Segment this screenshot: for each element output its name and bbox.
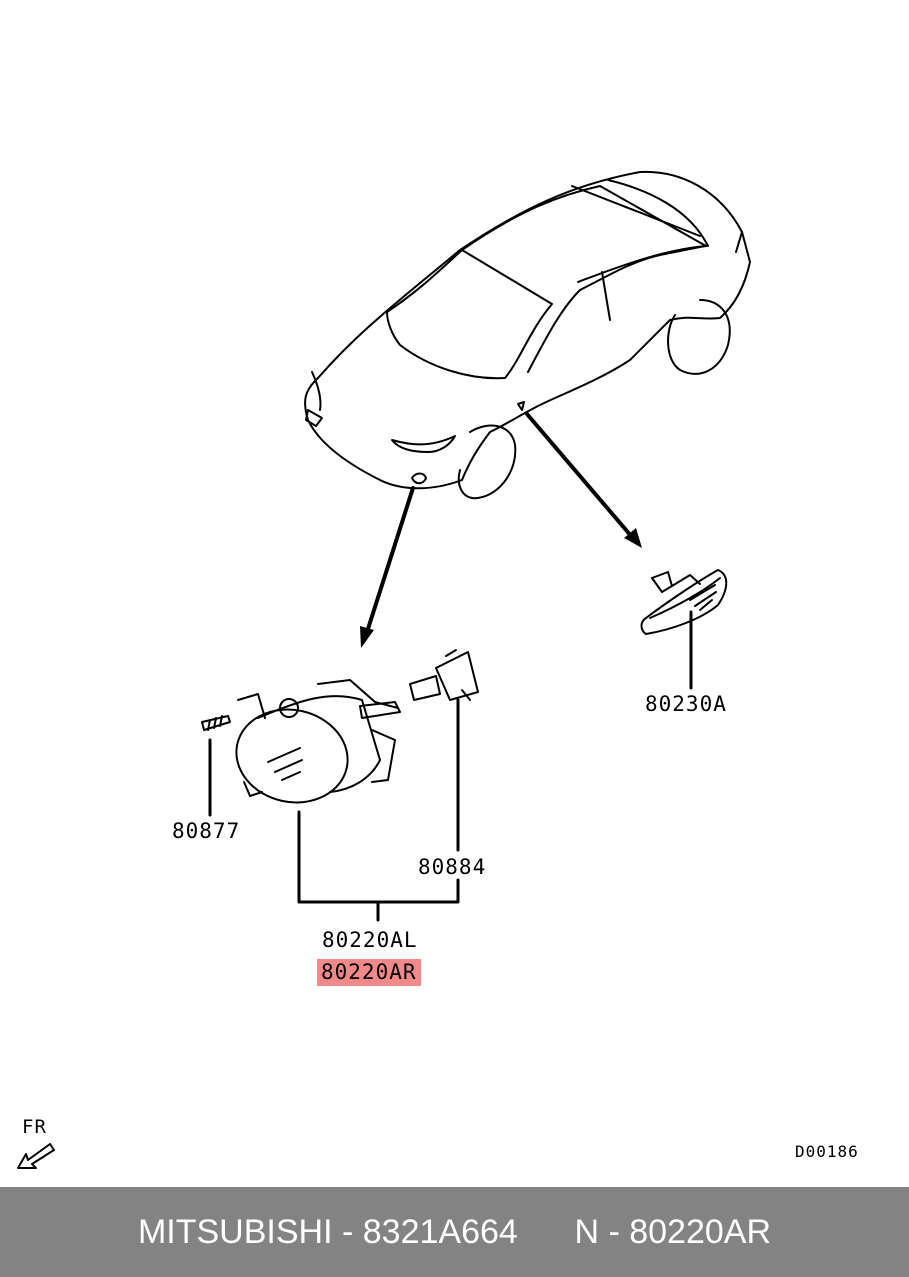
part-number-screw[interactable]: 80877 bbox=[172, 819, 241, 843]
diagram-code: D00186 bbox=[795, 1142, 859, 1161]
fog-lamp-illustration bbox=[235, 679, 401, 804]
screw-illustration bbox=[201, 715, 231, 731]
pointer-arrows bbox=[365, 412, 634, 634]
bulb-illustration bbox=[409, 649, 479, 701]
side-lamp-illustration bbox=[640, 569, 728, 635]
front-arrow-icon bbox=[17, 1143, 55, 1169]
part-number-fog-lamp-left[interactable]: 80220AL bbox=[322, 928, 418, 952]
parts-diagram bbox=[201, 170, 751, 922]
part-number-fog-lamp-right-highlighted[interactable]: 80220AR bbox=[317, 959, 421, 986]
part-number-side-lamp[interactable]: 80230A bbox=[645, 692, 727, 716]
car-illustration bbox=[304, 170, 751, 500]
front-direction-label: FR bbox=[22, 1116, 47, 1138]
footer-bar: MITSUBISHI - 8321A664 N - 80220AR bbox=[0, 1187, 909, 1277]
footer-part-info: MITSUBISHI - 8321A664 N - 80220AR bbox=[137, 1212, 772, 1251]
part-number-bulb[interactable]: 80884 bbox=[418, 855, 487, 879]
